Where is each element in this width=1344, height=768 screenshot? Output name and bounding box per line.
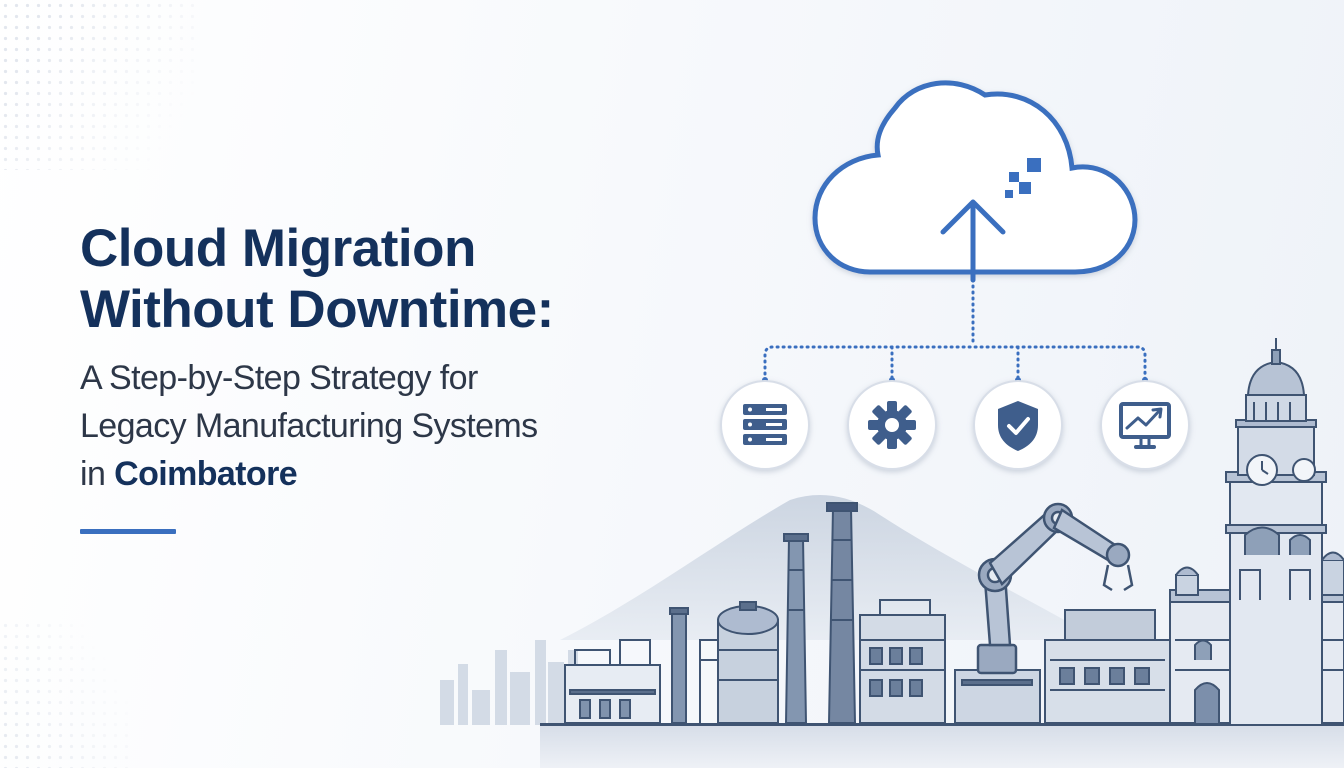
location-highlight: Coimbatore xyxy=(114,455,298,493)
title-line-2: Without Downtime: xyxy=(80,280,554,339)
node-server xyxy=(720,380,810,470)
decorative-dot-pattern-top xyxy=(0,0,200,170)
gear-icon xyxy=(868,401,916,449)
cloud-upload-icon xyxy=(812,80,1138,275)
title-line-1: Cloud Migration xyxy=(80,219,476,278)
clock-tower xyxy=(1169,338,1344,726)
subtitle-line-3-prefix: in xyxy=(80,455,115,493)
ground xyxy=(540,724,1344,768)
node-shield xyxy=(973,380,1063,470)
data-blocks-icon xyxy=(1005,158,1041,198)
monitor-chart-icon xyxy=(1119,402,1171,449)
distant-skyline xyxy=(440,640,578,725)
connector-lines xyxy=(763,278,1147,382)
shield-check-icon xyxy=(998,401,1038,451)
decorative-dot-pattern-bottom xyxy=(0,620,130,768)
mountain xyxy=(560,495,1100,640)
subtitle-line-2: Legacy Manufacturing Systems xyxy=(80,407,538,445)
hero-text: Cloud Migration Without Downtime: A Step… xyxy=(80,218,700,498)
server-icon xyxy=(743,404,787,445)
accent-underline xyxy=(80,529,176,534)
robotic-arm xyxy=(976,502,1134,675)
upload-arrow xyxy=(940,199,1006,283)
subtitle-line-1: A Step-by-Step Strategy for xyxy=(80,359,478,397)
subtitle: A Step-by-Step Strategy for Legacy Manuf… xyxy=(80,354,700,498)
factory-illustration xyxy=(564,502,1171,724)
node-monitor xyxy=(1100,380,1190,470)
node-gear xyxy=(847,380,937,470)
page-title: Cloud Migration Without Downtime: xyxy=(80,218,700,340)
